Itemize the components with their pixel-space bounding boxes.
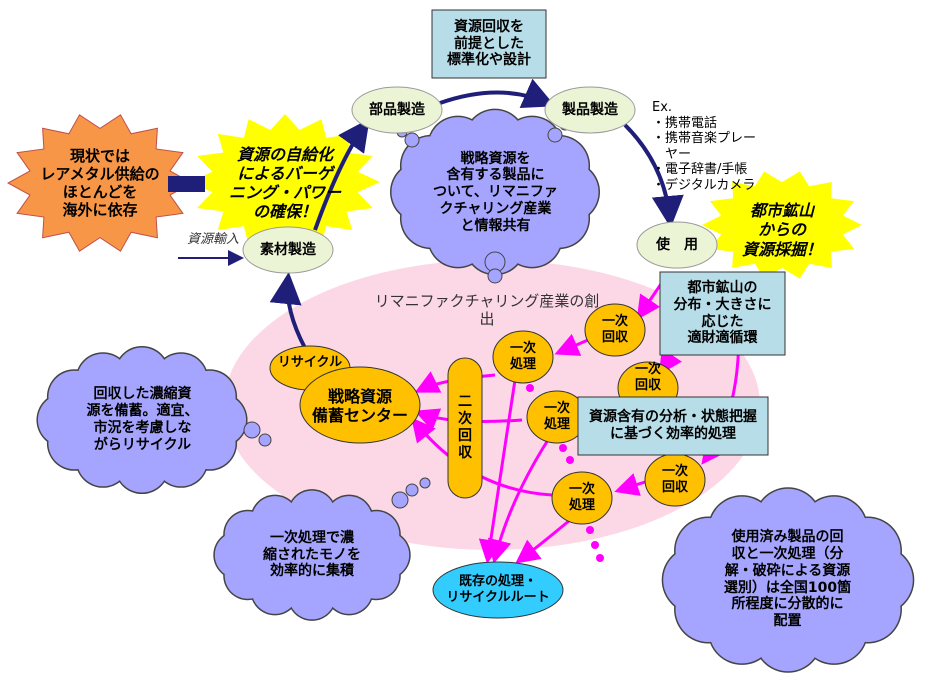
use-node-shape bbox=[636, 221, 718, 269]
product-manufacturing-node[interactable]: 製品製造 bbox=[562, 101, 618, 118]
urban-mine-note-box bbox=[659, 271, 786, 356]
arrow-collect1-to-process1 bbox=[554, 333, 589, 356]
parts-manufacturing-node[interactable]: 部品製造 bbox=[369, 101, 425, 118]
urban-mine-note: 都市鉱山の 分布・大きさに 応じた 適財適循環 bbox=[673, 279, 772, 347]
parts-node-shape bbox=[351, 86, 443, 134]
collect-cloud-text: 一次処理で濃 縮されたモノを 効率的に集積 bbox=[263, 529, 361, 580]
stockpile-cloud-text: 回収した濃縮資 源を備蓄。適宜、 市況を考慮しな がらリサイクル bbox=[86, 386, 199, 453]
info-share-cloud bbox=[390, 108, 600, 284]
use-node[interactable]: 使 用 bbox=[656, 236, 698, 253]
region-title: リマニファクチャリング産業の創 出 bbox=[374, 292, 600, 328]
arrow-materials-to-parts bbox=[313, 118, 370, 231]
arrow-parts-to-products bbox=[439, 78, 556, 109]
product-examples: Ex. ・携帯電話 ・携帯音楽プレー ヤー ・電子辞書/手帳 ・デジタルカメラ bbox=[652, 100, 757, 193]
standardization-label: 資源回収を 前提とした 標準化や設計 bbox=[447, 18, 531, 69]
existing-route-shape bbox=[432, 561, 564, 619]
products-node-shape bbox=[544, 86, 636, 134]
import-label: 資源輸入 bbox=[186, 232, 239, 248]
arrow-recycle-to-materials bbox=[269, 272, 307, 349]
standardization-box bbox=[431, 9, 547, 79]
primary-collection-1[interactable]: 一次 回収 bbox=[601, 314, 628, 345]
self-supply-text: 資源の自給化 によるバーゲ ニング・パワー の確保！ bbox=[228, 144, 341, 222]
arrow-process1-to-route bbox=[478, 379, 517, 564]
existing-recycle-route[interactable]: 既存の処理・ リサイクルルート bbox=[446, 574, 550, 605]
materials-node-shape bbox=[242, 226, 334, 274]
current-situation-burst bbox=[6, 114, 194, 252]
primary-collection-2[interactable]: 一次 回収 bbox=[634, 362, 661, 393]
materials-manufacturing-node[interactable]: 素材製造 bbox=[260, 241, 316, 258]
primary-processing-1[interactable]: 一次 処理 bbox=[509, 341, 536, 372]
current-situation-text: 現状では レアメタル供給の ほとんどを 海外に依存 bbox=[40, 147, 160, 219]
analysis-note: 資源含有の分析・状態把握 に基づく効率的処理 bbox=[589, 409, 757, 442]
arrow-process2-to-route bbox=[487, 439, 550, 564]
distributed-cloud bbox=[661, 487, 915, 673]
analysis-note-box bbox=[577, 396, 769, 456]
urban-mine-text: 都市鉱山 からの 資源採掘！ bbox=[741, 201, 822, 259]
arrow-process3-to-route bbox=[515, 518, 571, 564]
urban-mine-burst bbox=[702, 171, 862, 279]
self-supply-burst bbox=[190, 114, 380, 250]
info-share-cloud-text: 戦略資源を 含有する製品に ついて、リマニファ クチャリング産業 と情報共有 bbox=[433, 150, 558, 234]
arrow-collect3-to-process3 bbox=[614, 473, 646, 496]
strategic-resource-center[interactable]: 戦略資源 備蓄センター bbox=[311, 386, 408, 425]
stockpile-cloud bbox=[36, 345, 272, 495]
secondary-collection[interactable]: 二 次 回 収 bbox=[458, 394, 472, 461]
primary-collection-3[interactable]: 一次 回収 bbox=[661, 464, 688, 495]
collect-cloud bbox=[213, 477, 431, 621]
distributed-cloud-text: 使用済み製品の回 収と一次処理（分 解・破砕による資源 選別）は全国100箇 所… bbox=[723, 529, 852, 630]
primary-processing-3[interactable]: 一次 処理 bbox=[568, 482, 595, 513]
recycle-node[interactable]: リサイクル bbox=[277, 355, 343, 371]
arrow-products-to-use bbox=[623, 123, 684, 228]
primary-processing-2[interactable]: 一次 処理 bbox=[543, 401, 570, 432]
